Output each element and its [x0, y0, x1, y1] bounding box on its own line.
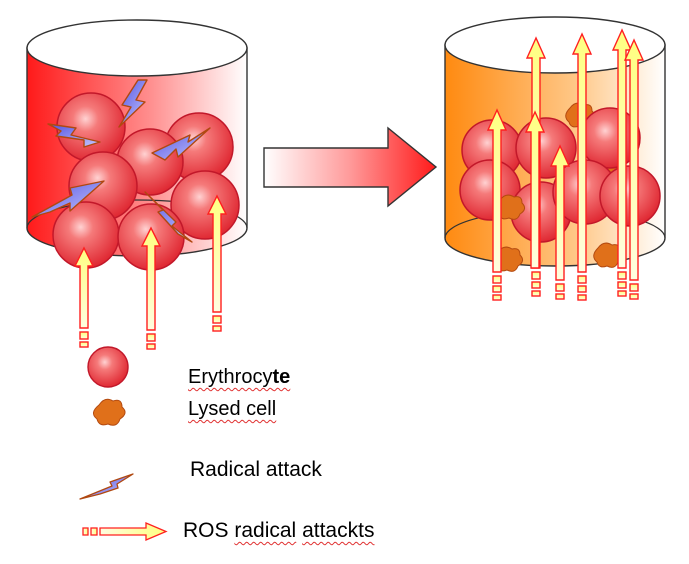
erythrocyte-label-main: Erythrocy [188, 366, 273, 388]
lysed-cell-label: Lysed cell [188, 398, 276, 421]
radical-attack-label-text: Radical attack [190, 458, 322, 481]
lightning-bolt-icon [151, 127, 211, 161]
lysed-cell-label-text: Lysed cell [188, 398, 277, 420]
right-ros-arrows [486, 28, 645, 301]
lightning-bolt-icon [31, 180, 105, 218]
lightning-bolt-icon [47, 123, 101, 148]
ros-arrow-icon [571, 32, 593, 301]
radical-attack-label: Radical attack [190, 458, 322, 482]
ros-arrow-icon [524, 110, 546, 269]
erythrocyte-label: Erythrocyte [188, 366, 290, 389]
ros-arrow-icon [140, 226, 162, 350]
lightning-bolt-icon [144, 191, 193, 243]
ros-arrow-icon [206, 194, 228, 332]
ros-arrow-icon [549, 144, 571, 300]
erythrocyte-label-tail: te [272, 366, 291, 388]
ros-arrow-icon [73, 246, 95, 348]
erythrocyte [170, 170, 240, 240]
left-radical-attacks [31, 79, 211, 243]
legend-lightning-bolt-icon [79, 473, 134, 500]
block-arrow-icon [263, 126, 438, 208]
ros-arrow-icon [486, 108, 508, 301]
ros-arrow-icon [623, 38, 645, 300]
legend-erythrocyte-icon [87, 346, 129, 388]
lightning-bolt-icon [118, 79, 148, 128]
ros-label-word1: ROS [183, 519, 229, 542]
legend-lysed-cell-icon [93, 398, 126, 426]
legend-ros-arrow-icon [82, 522, 168, 541]
left-ros-arrows [73, 194, 228, 350]
ros-label-word3: attackts [302, 519, 375, 542]
ros-label-word2: radical [234, 519, 297, 542]
ros-attack-label: ROS radical attackts [183, 519, 374, 543]
